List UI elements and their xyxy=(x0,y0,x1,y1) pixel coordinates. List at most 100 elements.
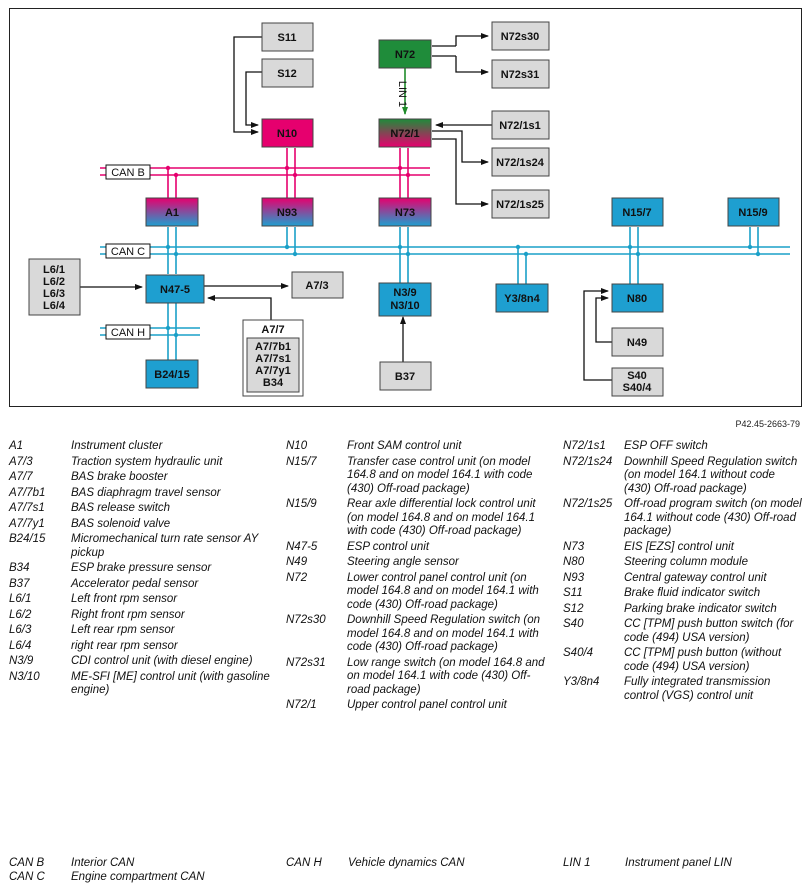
svg-text:B34: B34 xyxy=(263,377,284,389)
legend-description: ESP control unit xyxy=(347,540,430,553)
legend-description: Interior CAN xyxy=(71,857,135,869)
legend-entry: N72 Lower control panel control unit (on … xyxy=(286,572,548,613)
legend-code: N72/1 xyxy=(286,699,317,711)
legend-description: Steering angle sensor xyxy=(347,556,459,568)
legend-code: CAN B xyxy=(9,857,45,869)
legend-code: A7/7y1 xyxy=(9,517,45,530)
svg-text:L6/1: L6/1 xyxy=(43,264,65,276)
legend-description: Lower control panel control unit (on mod… xyxy=(347,571,539,611)
legend-code: N73 xyxy=(563,540,585,553)
legend-entry: N73 EIS [EZS] control unit xyxy=(563,541,803,555)
legend-code: N72s30 xyxy=(286,614,326,626)
legend-description: Steering column module xyxy=(624,556,749,568)
legend-description: CC [TPM] push button switch (for code (4… xyxy=(624,618,794,644)
svg-text:LIN 1: LIN 1 xyxy=(396,81,408,107)
legend-code: L6/3 xyxy=(9,624,32,636)
node-n80: N80 xyxy=(611,283,664,313)
svg-text:L6/3: L6/3 xyxy=(43,288,65,300)
svg-text:CAN C: CAN C xyxy=(111,246,145,258)
svg-text:A7/7b1: A7/7b1 xyxy=(255,341,291,353)
legend-code: N72/1s1 xyxy=(563,440,606,452)
legend-code: B24/15 xyxy=(9,533,46,545)
svg-text:CAN H: CAN H xyxy=(111,327,145,339)
legend-code: N72 xyxy=(286,571,308,584)
legend-code: S12 xyxy=(563,602,584,615)
legend-description: Left front rpm sensor xyxy=(71,593,178,605)
legend-code: N72s31 xyxy=(286,656,326,669)
node-y3-8n4: Y3/8n4 xyxy=(495,283,549,313)
svg-text:Y3/8n4: Y3/8n4 xyxy=(504,293,540,305)
svg-text:A7/7y1: A7/7y1 xyxy=(255,365,290,377)
node-n72-1s25: N72/1s25 xyxy=(491,189,550,219)
svg-text:N15/9: N15/9 xyxy=(738,207,767,219)
node-s11: S11 xyxy=(261,22,314,52)
legend-description: EIS [EZS] control unit xyxy=(624,540,734,553)
legend-entry: B24/15 Micromechanical turn rate sensor A… xyxy=(9,533,271,560)
svg-text:A7/7s1: A7/7s1 xyxy=(255,353,290,365)
svg-text:N49: N49 xyxy=(627,337,647,349)
svg-text:N72/1s25: N72/1s25 xyxy=(496,199,544,211)
svg-text:N72s30: N72s30 xyxy=(501,31,540,43)
svg-text:N72/1s1: N72/1s1 xyxy=(499,120,541,132)
legend-description: Instrument cluster xyxy=(71,440,163,452)
legend-code: N72/1s24 xyxy=(563,455,613,468)
node-n72s30: N72s30 xyxy=(491,21,550,51)
node-a1: A1 xyxy=(145,197,199,227)
can-c-label: CAN C xyxy=(105,243,151,259)
legend-description: BAS diaphragm travel sensor xyxy=(71,486,221,499)
svg-text:N15/7: N15/7 xyxy=(622,207,651,219)
legend-description: Traction system hydraulic unit xyxy=(71,455,223,468)
legend-description: Parking brake indicator switch xyxy=(624,602,777,615)
can-h-label: CAN H xyxy=(105,324,151,340)
legend-code: N15/7 xyxy=(286,455,317,468)
legend-description: Fully integrated transmission control (V… xyxy=(624,676,771,702)
legend-description: BAS brake booster xyxy=(71,471,168,483)
node-n49: N49 xyxy=(611,327,664,357)
legend-description: Left rear rpm sensor xyxy=(71,624,175,636)
svg-text:A1: A1 xyxy=(165,207,179,219)
legend-description: ESP brake pressure sensor xyxy=(71,562,212,574)
svg-text:N72: N72 xyxy=(395,49,415,61)
svg-text:L6/2: L6/2 xyxy=(43,276,65,288)
node-n72-1s1: N72/1s1 xyxy=(491,110,550,140)
legend-description: Micromechanical turn rate sensor AY pick… xyxy=(71,533,259,559)
legend-description: Low range switch (on model 164.8 and on … xyxy=(347,656,545,696)
svg-text:N3/9: N3/9 xyxy=(393,287,416,299)
legend-code: N72/1s25 xyxy=(563,498,613,510)
svg-text:N80: N80 xyxy=(627,293,647,305)
legend-code: L6/1 xyxy=(9,593,32,605)
node-n15-9: N15/9 xyxy=(727,197,780,227)
svg-text:B24/15: B24/15 xyxy=(154,369,189,381)
legend-description: Engine compartment CAN xyxy=(71,871,205,883)
legend-code: B34 xyxy=(9,562,30,574)
legend-description: Brake fluid indicator switch xyxy=(624,587,761,599)
legend-description: Rear axle differential lock control unit… xyxy=(347,498,536,537)
legend-entry: S12 Parking brake indicator switch xyxy=(563,603,803,617)
legend-entry: B34 ESP brake pressure sensor xyxy=(9,562,271,576)
svg-text:S40: S40 xyxy=(627,370,647,382)
legend-code: S40 xyxy=(563,618,584,630)
lin-1-connection: LIN 1 xyxy=(396,68,408,115)
legend-code: N10 xyxy=(286,440,308,452)
legend-code: A7/7b1 xyxy=(9,486,46,499)
legend-code: CAN H xyxy=(286,857,322,869)
svg-text:N72/1s24: N72/1s24 xyxy=(496,157,545,169)
legend-description: Transfer case control unit (on model 164… xyxy=(347,455,533,495)
